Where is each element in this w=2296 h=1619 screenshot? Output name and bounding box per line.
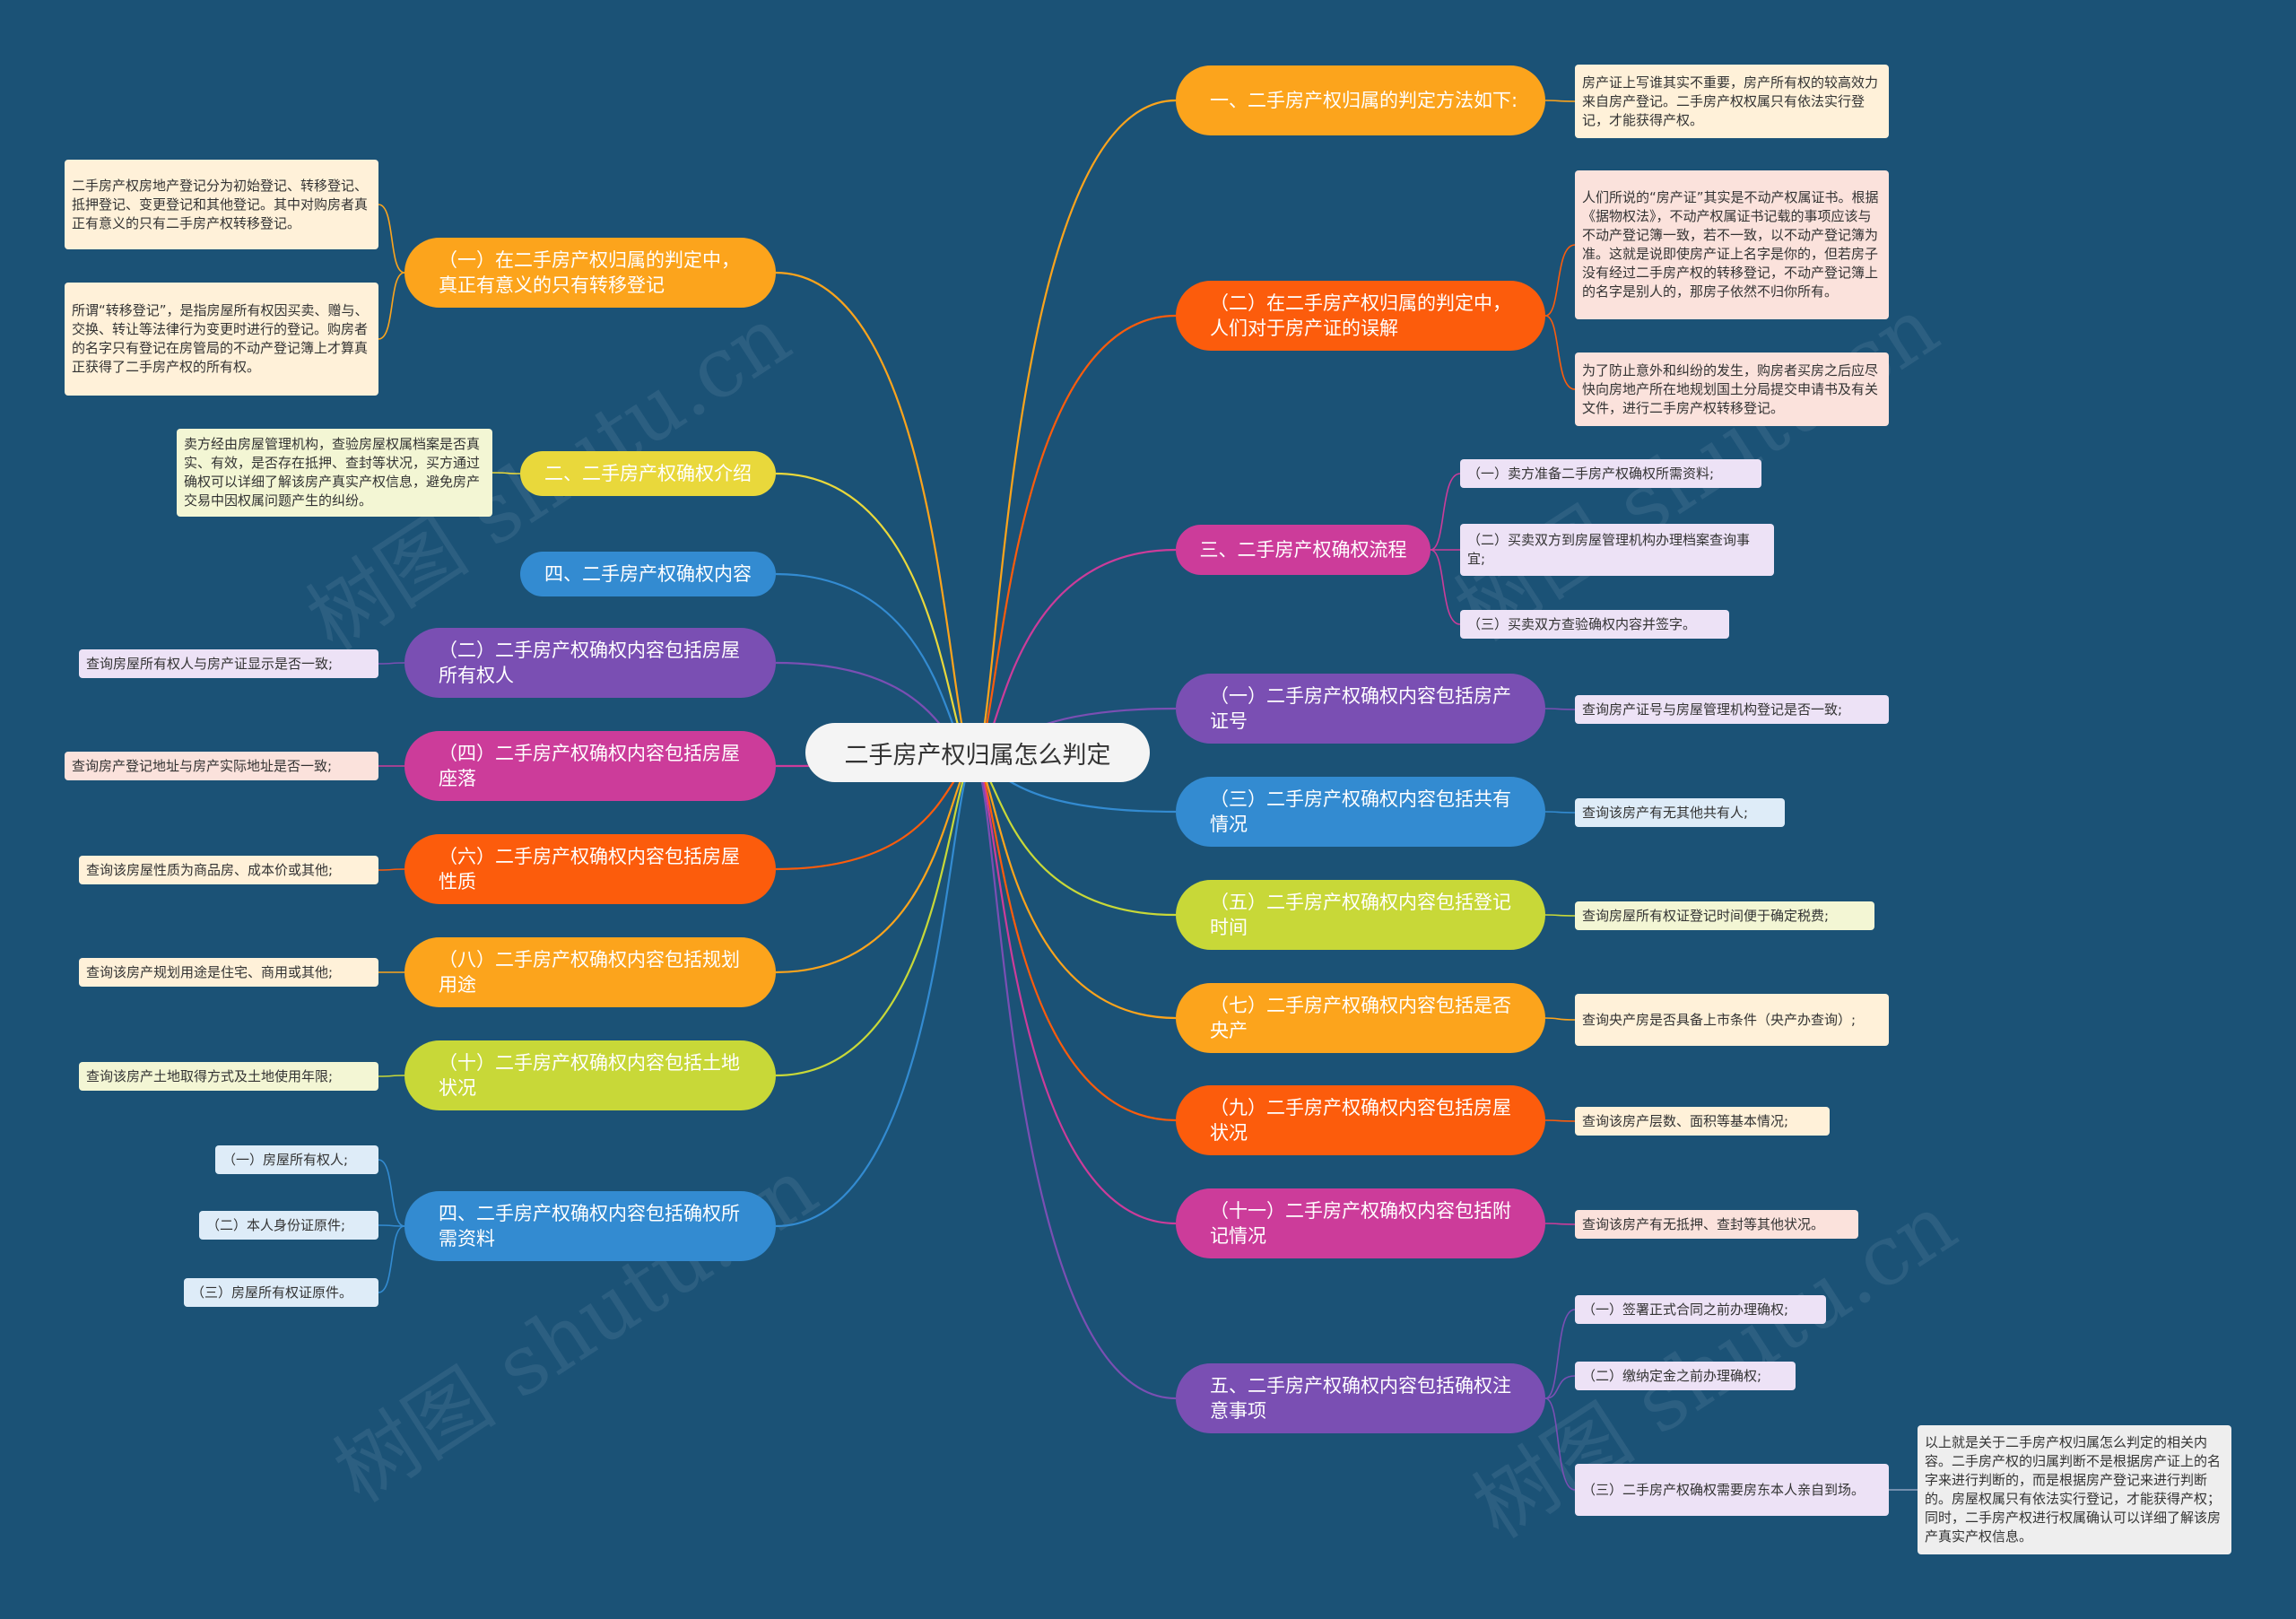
connector-line xyxy=(378,1225,405,1293)
leaf-note-b7[interactable]: 查询该房产规划用途是住宅、商用或其他; xyxy=(79,958,378,987)
branch-topic-r4[interactable]: （一）二手房产权确权内容包括房产证号 xyxy=(1176,674,1545,744)
connector-line xyxy=(378,1159,405,1227)
connector-line xyxy=(775,472,975,763)
leaf-note-b11[interactable]: （三）房屋所有权证原件。 xyxy=(184,1278,378,1307)
connector-line xyxy=(973,760,1177,1020)
leaf-note-a13[interactable]: （一）签署正式合同之前办理确权; xyxy=(1575,1295,1826,1324)
connector-line xyxy=(1544,1119,1576,1122)
connector-line xyxy=(378,272,405,340)
leaf-note-b4[interactable]: 查询房屋所有权人与房产证显示是否一致; xyxy=(79,649,378,678)
branch-topic-r10[interactable]: 五、二手房产权确权内容包括确权注意事项 xyxy=(1176,1363,1545,1433)
leaf-note-a11[interactable]: 查询该房产层数、面积等基本情况; xyxy=(1575,1107,1830,1136)
connector-line xyxy=(1430,473,1461,551)
connector-line xyxy=(775,760,975,974)
leaf-note-a1[interactable]: 房产证上写谁其实不重要，房产所有权的较高效力来自房产登记。二手房产权权属只有依法… xyxy=(1575,65,1889,138)
connector-line xyxy=(378,1075,405,1077)
leaf-note-a14[interactable]: （二）缴纳定金之前办理确权; xyxy=(1575,1362,1796,1390)
leaf-note-a7[interactable]: 查询房产证号与房屋管理机构登记是否一致; xyxy=(1575,695,1889,724)
connector-line xyxy=(1544,244,1576,317)
leaf-note-b1[interactable]: 二手房产权房地产登记分为初始登记、转移登记、抵押登记、变更登记和其他登记。其中对… xyxy=(65,160,378,249)
branch-topic-l3[interactable]: 四、二手房产权确权内容 xyxy=(520,552,776,596)
connector-line xyxy=(378,204,405,274)
connector-line xyxy=(973,314,1177,763)
leaf-note-a12[interactable]: 查询该房产有无抵押、查封等其他状况。 xyxy=(1575,1210,1858,1239)
branch-topic-r9[interactable]: （十一）二手房产权确权内容包括附记情况 xyxy=(1176,1188,1545,1258)
connector-line xyxy=(972,99,1177,763)
leaf-note-b3[interactable]: 卖方经由房屋管理机构，查验房屋权属档案是否真实、有效，是否存在抵押、查封等状况，… xyxy=(177,429,492,517)
connector-line xyxy=(1544,914,1576,917)
leaf-note-b6[interactable]: 查询该房屋性质为商品房、成本价或其他; xyxy=(79,856,378,884)
connector-line xyxy=(378,662,405,665)
leaf-note-a16[interactable]: 以上就是关于二手房产权归属怎么判定的相关内容。二手房产权的归属判断不是根据房产证… xyxy=(1918,1425,2231,1554)
leaf-note-a8[interactable]: 查询该房产有无其他共有人; xyxy=(1575,798,1785,827)
watermark: 树图 shutu.cn xyxy=(317,1139,834,1521)
connector-line xyxy=(1544,1017,1576,1021)
leaf-note-a2[interactable]: 人们所说的“房产证”其实是不动产权属证书。根据《据物权法》，不动产权属证书记载的… xyxy=(1575,170,1889,319)
leaf-note-a3[interactable]: 为了防止意外和纠纷的发生，购房者买房之后应尽快向房地产所在地规划国土分局提交申请… xyxy=(1575,353,1889,426)
leaf-note-a4[interactable]: （一）卖方准备二手房产权确权所需资料; xyxy=(1460,459,1761,488)
connector-line xyxy=(1544,1223,1576,1225)
branch-topic-r3[interactable]: 三、二手房产权确权流程 xyxy=(1176,525,1431,575)
connector-line xyxy=(775,760,975,1228)
branch-topic-r7[interactable]: （七）二手房产权确权内容包括是否央产 xyxy=(1176,983,1545,1053)
leaf-note-a10[interactable]: 查询央产房是否具备上市条件（央产办查询）; xyxy=(1575,994,1889,1046)
connector-line xyxy=(973,760,1177,917)
connector-line xyxy=(1544,811,1576,814)
connector-line xyxy=(973,760,1177,1122)
connector-line xyxy=(775,760,975,1077)
connector-line xyxy=(1544,1375,1576,1399)
central-topic[interactable]: 二手房产权归属怎么判定 xyxy=(805,723,1150,782)
branch-topic-l7[interactable]: （八）二手房产权确权内容包括规划用途 xyxy=(404,937,776,1007)
branch-topic-l6[interactable]: （六）二手房产权确权内容包括房屋性质 xyxy=(404,834,776,904)
leaf-note-b9[interactable]: （一）房屋所有权人; xyxy=(215,1145,378,1174)
branch-topic-r8[interactable]: （九）二手房产权确权内容包括房屋状况 xyxy=(1176,1085,1545,1155)
connector-line xyxy=(1544,100,1576,102)
connector-line xyxy=(378,1224,405,1227)
connector-line xyxy=(491,472,521,474)
leaf-note-b5[interactable]: 查询房产登记地址与房产实际地址是否一致; xyxy=(65,752,378,780)
connector-line xyxy=(775,271,975,763)
connector-line xyxy=(1544,1397,1576,1491)
leaf-note-b10[interactable]: （二）本人身份证原件; xyxy=(199,1211,378,1240)
connector-line xyxy=(378,868,405,871)
leaf-note-b2[interactable]: 所谓“转移登记”，是指房屋所有权因买卖、赠与、交换、转让等法律行为变更时进行的登… xyxy=(65,283,378,396)
branch-topic-r1[interactable]: 一、二手房产权归属的判定方法如下: xyxy=(1176,65,1545,135)
connector-line xyxy=(973,760,1177,1225)
branch-topic-l2[interactable]: 二、二手房产权确权介绍 xyxy=(520,451,776,496)
connector-line xyxy=(972,760,1177,1400)
leaf-note-a15[interactable]: （三）二手房产权确权需要房东本人亲自到场。 xyxy=(1575,1464,1889,1516)
branch-topic-l9[interactable]: 四、二手房产权确权内容包括确权所需资料 xyxy=(404,1191,776,1261)
branch-topic-r6[interactable]: （五）二手房产权确权内容包括登记时间 xyxy=(1176,880,1545,950)
leaf-note-a9[interactable]: 查询房屋所有权证登记时间便于确定税费; xyxy=(1575,901,1874,930)
leaf-note-a6[interactable]: （三）买卖双方查验确权内容并签字。 xyxy=(1460,610,1729,639)
branch-topic-l1[interactable]: （一）在二手房产权归属的判定中，真正有意义的只有转移登记 xyxy=(404,238,776,308)
branch-topic-l4[interactable]: （二）二手房产权确权内容包括房屋所有权人 xyxy=(404,628,776,698)
leaf-note-a5[interactable]: （二）买卖双方到房屋管理机构办理档案查询事宜; xyxy=(1460,524,1774,576)
connector-line xyxy=(1544,315,1576,390)
branch-topic-l8[interactable]: （十）二手房产权确权内容包括土地状况 xyxy=(404,1040,776,1110)
connector-line xyxy=(1544,1309,1576,1399)
branch-topic-l5[interactable]: （四）二手房产权确权内容包括房屋座落 xyxy=(404,731,776,801)
branch-topic-r2[interactable]: （二）在二手房产权归属的判定中，人们对于房产证的误解 xyxy=(1176,281,1545,351)
connector-line xyxy=(1430,549,1461,625)
leaf-note-b8[interactable]: 查询该房产土地取得方式及土地使用年限; xyxy=(79,1062,378,1091)
branch-topic-r5[interactable]: （三）二手房产权确权内容包括共有情况 xyxy=(1176,777,1545,847)
